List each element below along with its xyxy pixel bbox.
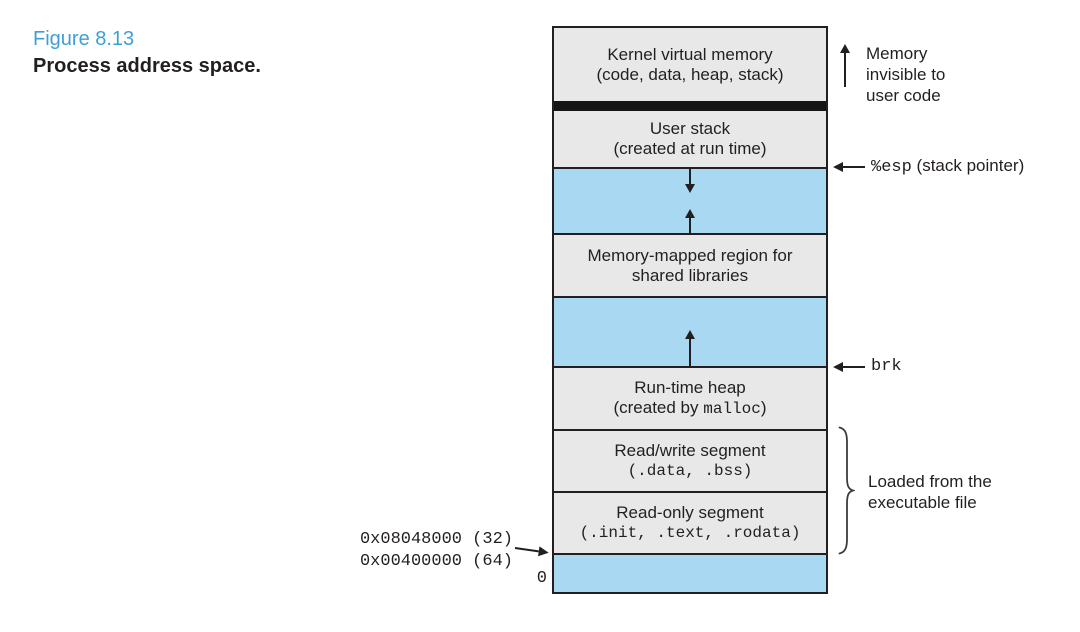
segment-heap-line2-suffix: ) bbox=[760, 398, 767, 417]
segment-heap-line2: (created by malloc) bbox=[613, 398, 766, 419]
esp-pointer-label: %esp (stack pointer) bbox=[871, 156, 1024, 177]
segment-rw-line1: Read/write segment bbox=[614, 441, 766, 460]
segment-user-stack-line1: User stack bbox=[649, 119, 731, 138]
stack-growth-down-arrow bbox=[685, 169, 695, 193]
segment-user-stack-line2: (created at run time) bbox=[613, 139, 767, 158]
loaded-note-line1: Loaded from the bbox=[868, 472, 992, 491]
heap-growth-up-arrow bbox=[685, 330, 695, 366]
mmap-growth-up-arrow bbox=[685, 209, 695, 233]
segment-user-stack: User stack (created at run time) bbox=[554, 111, 826, 167]
brk-pointer-arrow-icon bbox=[833, 361, 865, 372]
segment-heap-line2-prefix: (created by bbox=[613, 398, 704, 417]
esp-pointer-arrow-icon bbox=[833, 161, 865, 172]
segment-kernel-line1: Kernel virtual memory bbox=[607, 44, 773, 64]
memory-invisible-line2: invisible to bbox=[866, 65, 946, 84]
stack-growth-down-arrowhead bbox=[685, 184, 695, 193]
segment-ro-line1: Read-only segment bbox=[616, 503, 764, 522]
segment-heap-line1: Run-time heap bbox=[634, 378, 746, 397]
esp-pointer-description: (stack pointer) bbox=[911, 156, 1025, 175]
loaded-note-line2: executable file bbox=[868, 493, 977, 512]
segment-rw-line2: (.data, .bss) bbox=[627, 462, 753, 480]
esp-pointer-arrowhead bbox=[833, 161, 843, 172]
brk-pointer-label: brk bbox=[871, 357, 902, 376]
segment-memory-mapped-region: Memory-mapped region for shared librarie… bbox=[554, 233, 826, 296]
esp-pointer-note: %esp (stack pointer) bbox=[833, 156, 1024, 177]
figure-title: Process address space. bbox=[33, 55, 261, 77]
segment-kernel-virtual-memory: Kernel virtual memory (code, data, heap,… bbox=[554, 28, 826, 101]
address-zero-label: 0 bbox=[536, 569, 547, 588]
brk-pointer-arrow-shaft bbox=[843, 365, 865, 368]
address-pointer-arrow-icon bbox=[514, 543, 550, 558]
address-start-64bit: 0x00400000 (64) bbox=[359, 552, 513, 571]
address-pointer-arrowhead bbox=[538, 546, 550, 558]
memory-invisible-line1: Memory bbox=[866, 44, 928, 63]
memory-invisible-note: Memory invisible to user code bbox=[866, 43, 945, 106]
memory-invisible-up-arrowhead bbox=[840, 44, 850, 53]
segment-runtime-heap: Run-time heap (created by malloc) bbox=[554, 366, 826, 429]
segment-ro-line2: (.init, .text, .rodata) bbox=[579, 524, 801, 542]
executable-brace-icon bbox=[838, 426, 855, 555]
mmap-growth-up-arrowhead bbox=[685, 209, 695, 218]
heap-growth-up-arrow-shaft bbox=[689, 339, 691, 366]
segment-unallocated-bottom bbox=[554, 553, 826, 592]
segment-read-write: Read/write segment (.data, .bss) bbox=[554, 429, 826, 491]
segment-read-only: Read-only segment (.init, .text, .rodata… bbox=[554, 491, 826, 553]
memory-invisible-line3: user code bbox=[866, 86, 941, 105]
mmap-growth-up-arrow-shaft bbox=[689, 218, 691, 233]
esp-register-text: %esp bbox=[871, 158, 912, 177]
address-space-column: Kernel virtual memory (code, data, heap,… bbox=[552, 26, 828, 594]
segment-kernel-line2: (code, data, heap, stack) bbox=[596, 64, 784, 84]
memory-invisible-up-arrow bbox=[840, 44, 850, 87]
kernel-user-boundary-bar bbox=[554, 101, 826, 111]
figure-label: Figure 8.13 bbox=[33, 28, 135, 50]
loaded-from-executable-note: Loaded from the executable file bbox=[868, 471, 992, 513]
heap-growth-region bbox=[554, 296, 826, 366]
esp-pointer-arrow-shaft bbox=[843, 165, 865, 168]
segment-mmap-line1: Memory-mapped region for bbox=[587, 245, 793, 265]
stack-growth-down-arrow-shaft bbox=[689, 169, 691, 184]
heap-growth-up-arrowhead bbox=[685, 330, 695, 339]
segment-mmap-line2: shared libraries bbox=[631, 265, 749, 285]
figure-caption: Figure 8.13 Process address space. bbox=[33, 26, 261, 80]
address-pointer-arrow-shaft bbox=[514, 547, 539, 553]
stack-growth-region bbox=[554, 167, 826, 233]
segment-heap-malloc-text: malloc bbox=[703, 400, 761, 418]
address-start-32bit: 0x08048000 (32) bbox=[359, 530, 513, 549]
brk-pointer-note: brk bbox=[833, 357, 902, 376]
memory-invisible-up-arrow-shaft bbox=[844, 53, 846, 87]
brk-pointer-arrowhead bbox=[833, 361, 843, 372]
